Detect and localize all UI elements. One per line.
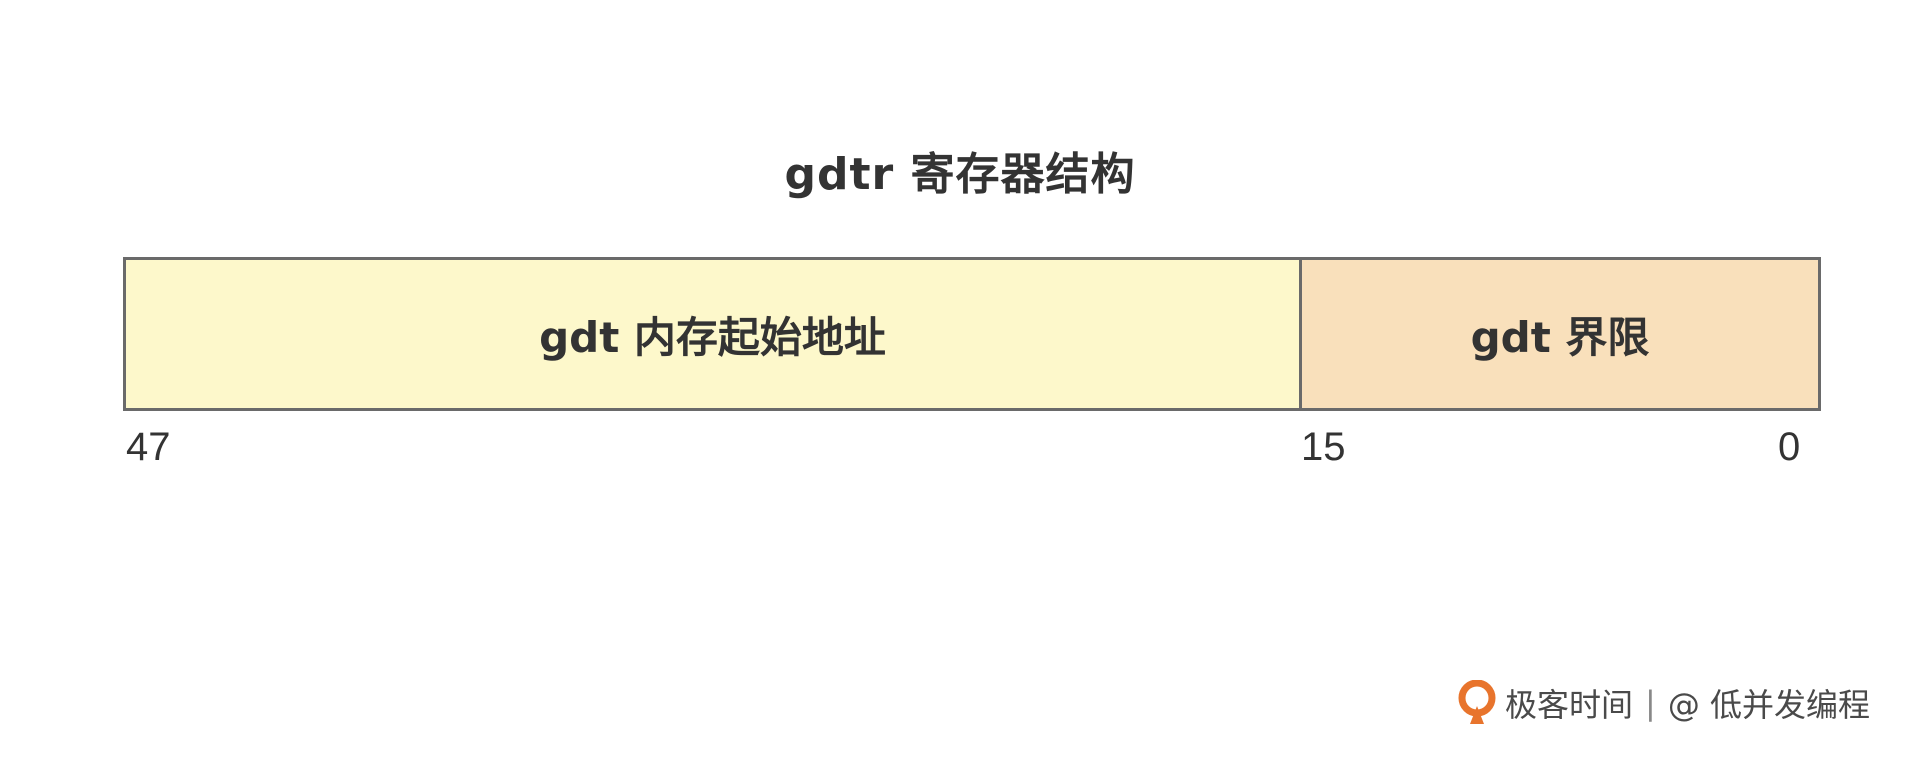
watermark-brand: 极客时间 — [1505, 686, 1634, 724]
bit-index-0: 0 — [1778, 425, 1801, 469]
watermark-separator: | — [1645, 684, 1656, 722]
gdt-limit-field: gdt 界限 — [1302, 260, 1818, 408]
gdt-limit-label: gdt 界限 — [1470, 312, 1650, 362]
bit-index-15: 15 — [1301, 425, 1346, 469]
gdt-base-address-label: gdt 内存起始地址 — [539, 312, 886, 362]
bit-index-47: 47 — [126, 425, 171, 469]
gdtr-register-box: gdt 内存起始地址 gdt 界限 — [123, 257, 1821, 411]
watermark: 极客时间 | @ 低并发编程 — [1457, 680, 1870, 726]
diagram-title: gdtr 寄存器结构 — [784, 149, 1136, 200]
gdt-base-address-field: gdt 内存起始地址 — [126, 260, 1302, 408]
watermark-author: @ 低并发编程 — [1667, 686, 1870, 724]
geektime-logo-icon — [1458, 680, 1496, 724]
